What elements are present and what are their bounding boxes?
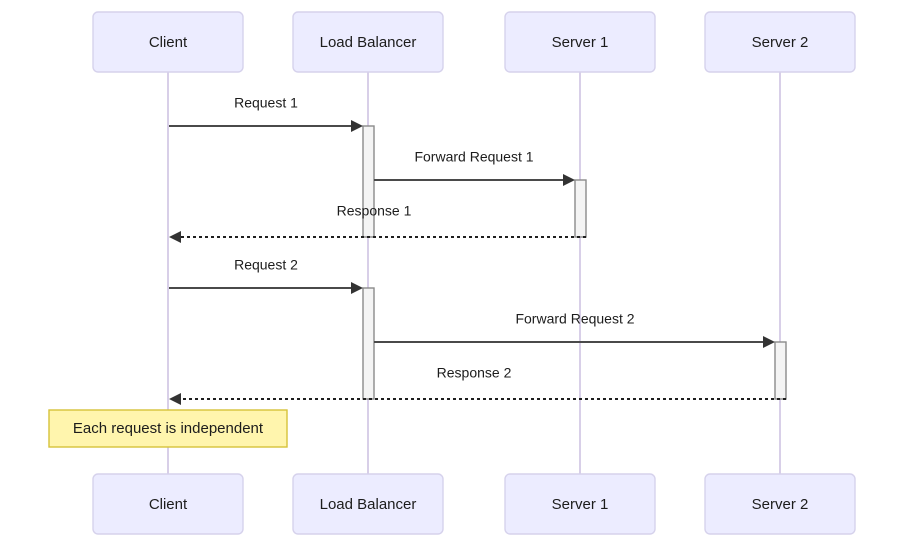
participant-label: Server 2 [752, 496, 809, 513]
message-response-1[interactable]: Response 1 [169, 203, 586, 243]
activations-group [362, 125, 787, 400]
participant-box [292, 11, 444, 73]
participant-label: Server 1 [552, 496, 609, 513]
message-label: Response 2 [437, 365, 512, 381]
participant-server-2-top[interactable]: Server 2 [704, 11, 856, 73]
activation-bar-server-2 [774, 341, 787, 400]
participant-box [704, 11, 856, 73]
participant-client-bottom[interactable]: Client [92, 473, 244, 535]
activation-bar-load-balancer-2 [362, 287, 375, 400]
message-label: Response 1 [337, 203, 412, 219]
activation-bar-server-1 [574, 179, 587, 238]
participant-box [92, 473, 244, 535]
message-response-2[interactable]: Response 2 [169, 365, 786, 405]
participant-label: Client [149, 34, 188, 51]
participant-box [504, 473, 656, 535]
messages-group: Request 1 Forward Request 1 Response 1 R… [169, 95, 786, 405]
message-request-2[interactable]: Request 2 [169, 257, 363, 294]
participant-label: Server 1 [552, 34, 609, 51]
participant-label: Load Balancer [320, 496, 417, 513]
note-each-request-is-independent[interactable]: Each request is independent [48, 409, 288, 448]
participant-server-2-bottom[interactable]: Server 2 [704, 473, 856, 535]
arrow-head-left-icon [169, 231, 181, 243]
message-label: Forward Request 2 [515, 311, 634, 327]
participant-box [704, 473, 856, 535]
note-label: Each request is independent [73, 420, 264, 437]
participant-box [504, 11, 656, 73]
arrow-head-right-icon [563, 174, 575, 186]
activation-bar-load-balancer-1 [362, 125, 375, 238]
participant-box [92, 11, 244, 73]
participant-label: Server 2 [752, 34, 809, 51]
note-box [48, 409, 288, 448]
message-label: Request 2 [234, 257, 298, 273]
participant-client-top[interactable]: Client [92, 11, 244, 73]
arrow-head-right-icon [763, 336, 775, 348]
message-request-1[interactable]: Request 1 [169, 95, 363, 132]
participant-server-1-bottom[interactable]: Server 1 [504, 473, 656, 535]
message-forward-request-1[interactable]: Forward Request 1 [374, 149, 575, 186]
participant-server-1-top[interactable]: Server 1 [504, 11, 656, 73]
participant-box [292, 473, 444, 535]
participant-load-balancer-top[interactable]: Load Balancer [292, 11, 444, 73]
arrow-head-left-icon [169, 393, 181, 405]
arrow-head-right-icon [351, 282, 363, 294]
message-forward-request-2[interactable]: Forward Request 2 [374, 311, 775, 348]
participant-load-balancer-bottom[interactable]: Load Balancer [292, 473, 444, 535]
participants-top: Client Load Balancer Server 1 Server 2 [92, 11, 856, 73]
participants-bottom: Client Load Balancer Server 1 Server 2 [92, 473, 856, 535]
arrow-head-right-icon [351, 120, 363, 132]
message-label: Request 1 [234, 95, 298, 111]
participant-label: Load Balancer [320, 34, 417, 51]
participant-label: Client [149, 496, 188, 513]
message-label: Forward Request 1 [414, 149, 533, 165]
